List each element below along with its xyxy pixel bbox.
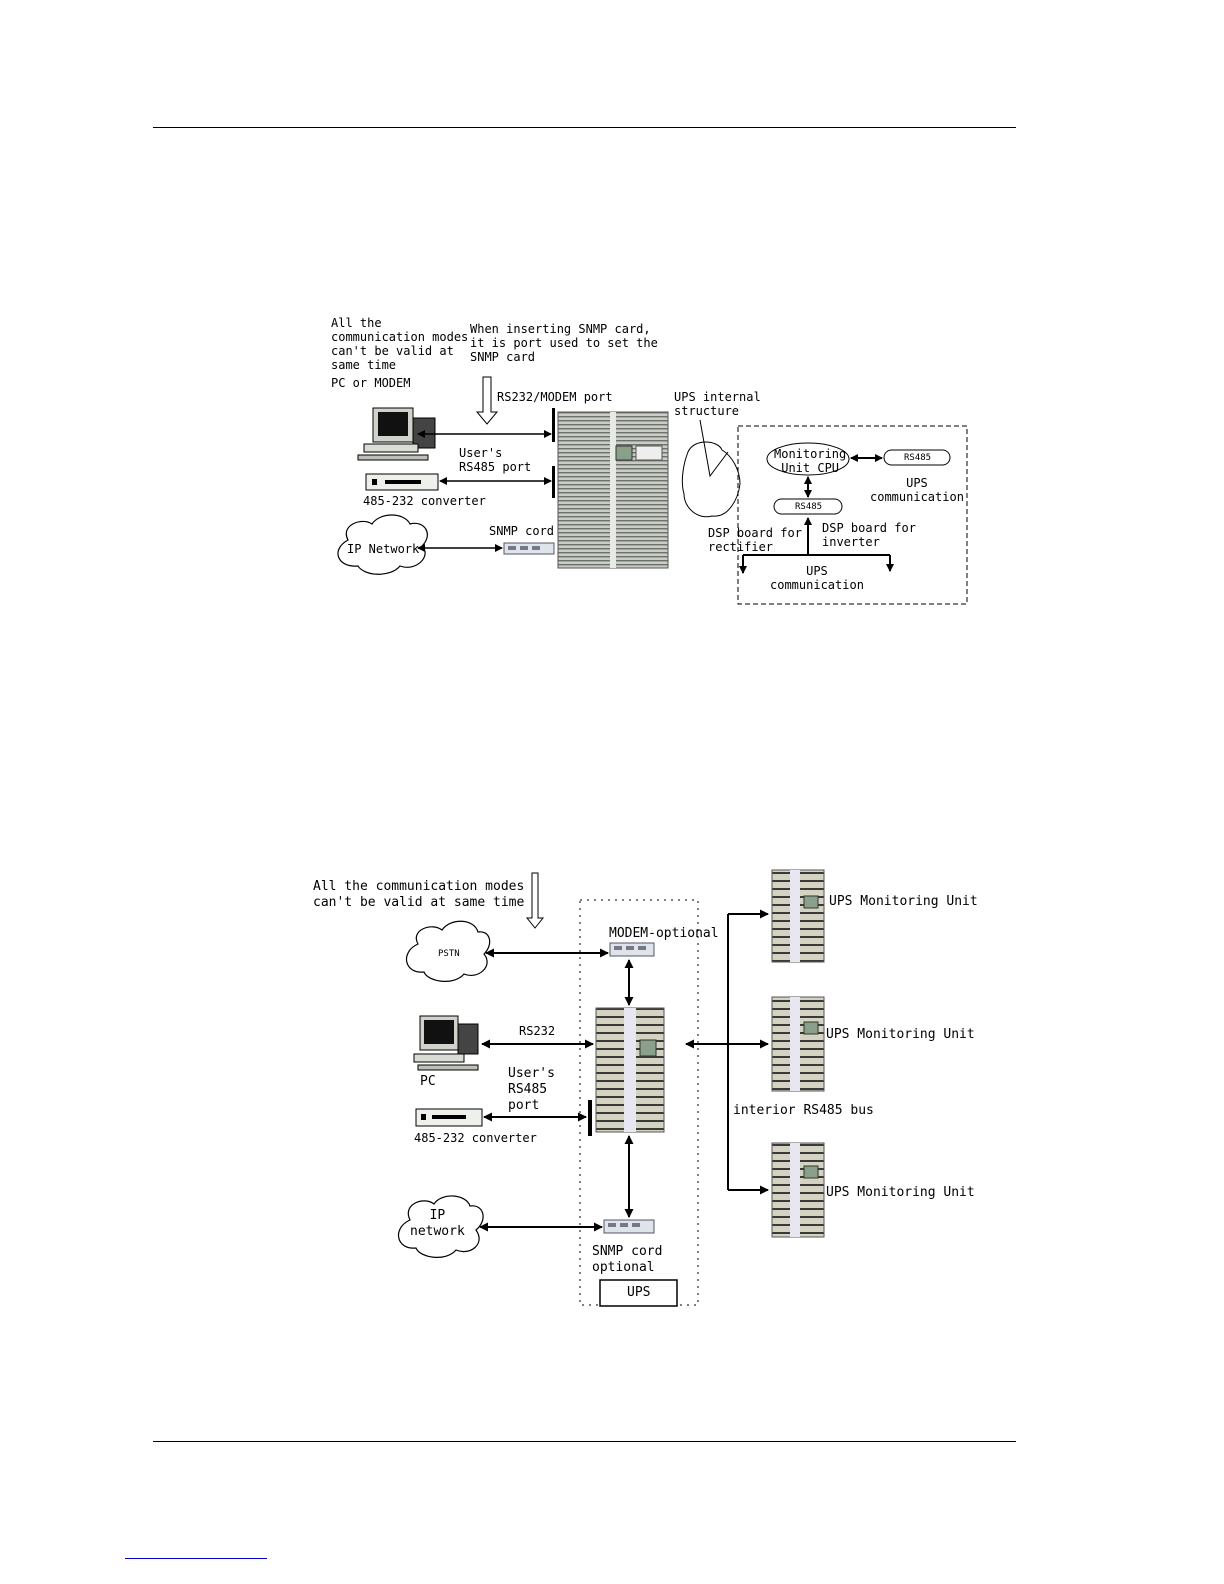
footer-rule (153, 1441, 1016, 1442)
d2-snmp-cord: SNMP cord optional (592, 1244, 663, 1275)
d1-ups-comm-right: UPS communication (870, 476, 964, 504)
d1-converter: 485-232 converter (363, 494, 486, 508)
d2-monitor-unit-1: UPS Monitoring Unit (829, 894, 978, 909)
d2-ip-network: IP network (410, 1208, 465, 1239)
snmp-card-icon (503, 542, 555, 555)
hollow-down-arrow-1 (475, 376, 499, 425)
d1-internal-structure: UPS internal structure (674, 390, 761, 418)
d1-monitoring-cpu: Monitoring Unit CPU (774, 447, 847, 475)
rs485-pill-center (773, 498, 843, 515)
d1-dsp-rectifier: DSP board for rectifier (708, 526, 802, 554)
internal-structure-callout (681, 419, 741, 518)
modem-card-icon (609, 942, 655, 957)
d1-snmp-cord: SNMP cord (489, 524, 555, 538)
converter-device-icon (365, 473, 439, 491)
d2-modem-optional: MODEM-optional (609, 926, 719, 941)
d2-monitor-unit-2: UPS Monitoring Unit (826, 1027, 975, 1042)
d1-rs485-center: RS485 (795, 502, 823, 512)
ups-internal-box (737, 425, 968, 605)
d1-dsp-inverter: DSP board for inverter (822, 521, 916, 549)
d2-users-rs485: User's RS485 port (508, 1066, 555, 1113)
hollow-down-arrow-2 (525, 872, 545, 929)
header-rule (153, 127, 1016, 128)
d2-interior-bus: interior RS485 bus (733, 1103, 874, 1118)
d2-pc: PC (420, 1074, 436, 1089)
d2-converter: 485-232 converter (414, 1131, 537, 1145)
d1-note: All the communication modes can't be val… (331, 316, 469, 372)
d2-ups-box-label: UPS (627, 1285, 651, 1300)
ups-cabinet-1-icon (552, 408, 669, 569)
central-ups-cabinet-icon (588, 1007, 665, 1136)
d1-ip-network: IP Network (347, 542, 420, 556)
d1-rs485-right: RS485 (904, 453, 932, 463)
monitoring-unit-1-icon (771, 869, 825, 963)
d2-monitor-unit-3: UPS Monitoring Unit (826, 1185, 975, 1200)
converter-device-icon-2 (415, 1108, 483, 1127)
d2-pstn: PSTN (438, 949, 460, 959)
ups-box (599, 1279, 678, 1307)
d2-note: All the communication modes can't be val… (313, 879, 525, 910)
monitoring-unit-3-icon (771, 1142, 825, 1238)
d1-snmp-note: When inserting SNMP card, it is port use… (470, 322, 658, 364)
d1-rs232-port: RS232/MODEM port (497, 390, 613, 404)
ip-network-cloud-icon-2 (398, 1195, 484, 1258)
footer-link-underline (125, 1558, 267, 1559)
snmp-card-icon-2 (603, 1219, 655, 1234)
monitoring-unit-2-icon (771, 996, 825, 1092)
pstn-cloud-icon (406, 920, 491, 982)
pc-icon-2 (413, 1015, 479, 1071)
d2-rs232: RS232 (519, 1024, 556, 1038)
monitoring-cpu-node (766, 442, 850, 476)
d1-pc-modem: PC or MODEM (331, 376, 411, 390)
rs485-pill-right (883, 449, 951, 466)
d1-ups-comm-bottom: UPS communication (770, 564, 864, 592)
d1-users-rs485: User's RS485 port (459, 446, 532, 474)
